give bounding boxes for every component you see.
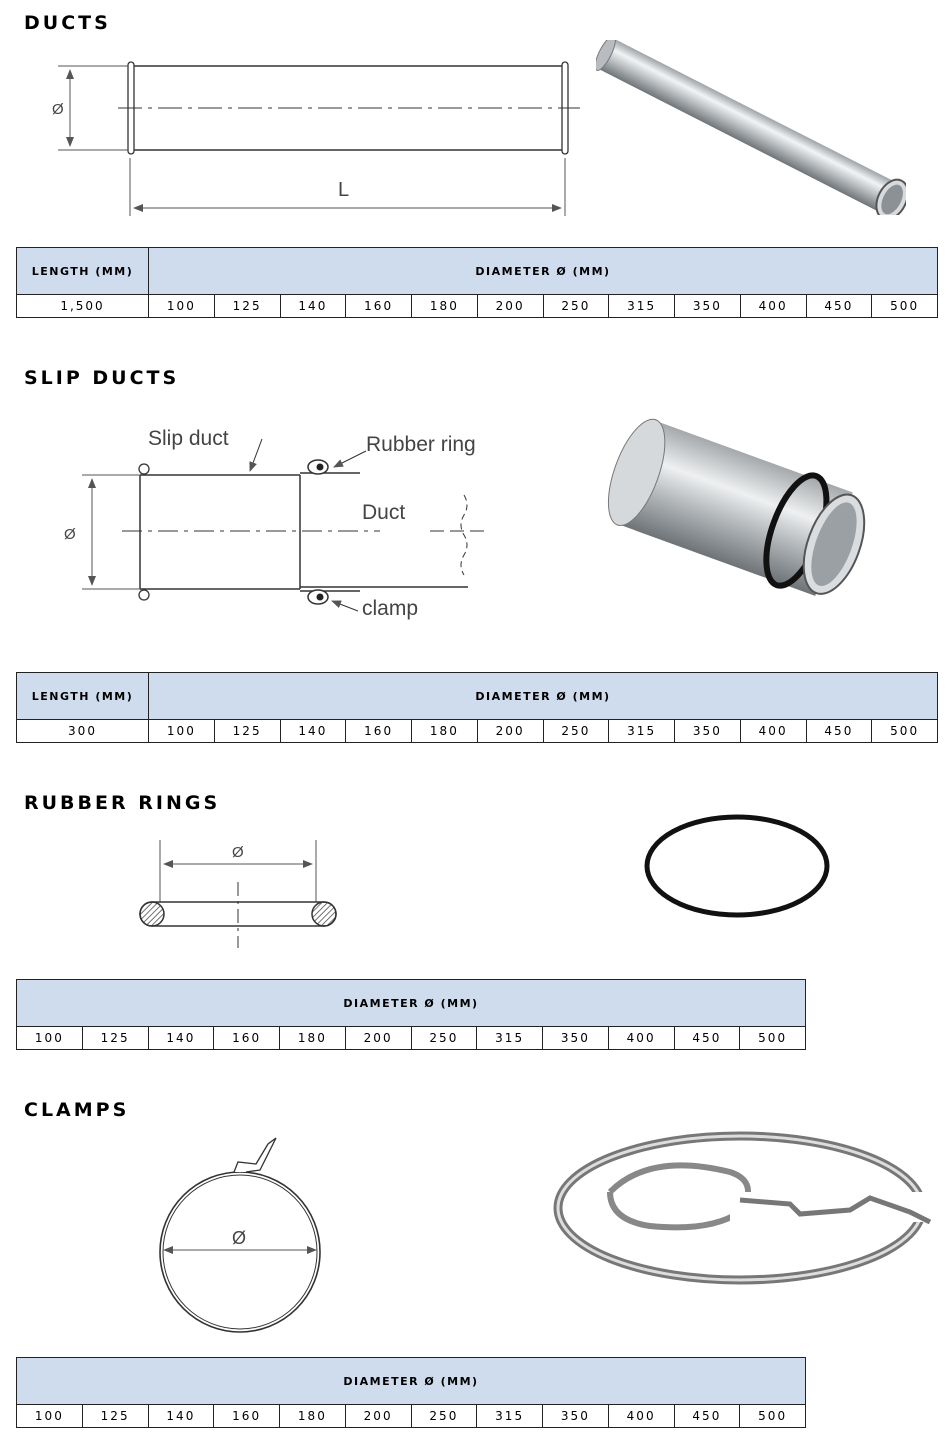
- ducts-title: DUCTS: [24, 12, 111, 34]
- diameter-cell: 350: [542, 1404, 609, 1428]
- diameter-cell: 180: [411, 294, 478, 318]
- diameter-cell: 450: [805, 294, 873, 318]
- ring-diameter-label: Ø: [232, 844, 244, 861]
- diameter-cell: 315: [476, 1404, 543, 1428]
- clamps-title: CLAMPS: [24, 1099, 130, 1121]
- clamps-spec-table: DIAMETER Ø (MM) 100 125 140 160 180 200 …: [16, 1357, 806, 1428]
- diameter-header: DIAMETER Ø (MM): [148, 672, 938, 720]
- diameter-cell: 200: [344, 1026, 412, 1050]
- diameter-cell: 315: [608, 719, 675, 743]
- rubber-rings-title: RUBBER RINGS: [24, 792, 221, 814]
- diameter-cell: 140: [279, 294, 347, 318]
- diameter-cell: 350: [674, 294, 741, 318]
- rubber-ring-label: Rubber ring: [366, 433, 476, 456]
- diameter-cell: 250: [410, 1026, 478, 1050]
- duct-label: Duct: [362, 501, 405, 524]
- length-value: 300: [16, 719, 149, 743]
- diameter-cell: 140: [147, 1404, 215, 1428]
- diameter-cell: 315: [608, 294, 675, 318]
- diameter-cell: 315: [476, 1026, 543, 1050]
- diameter-cell: 500: [739, 1026, 806, 1050]
- clamp-label: clamp: [362, 597, 418, 620]
- rubber-ring-drawing: Ø: [139, 840, 337, 948]
- diameter-cell: 140: [147, 1026, 215, 1050]
- diameter-cell: 100: [16, 1404, 83, 1428]
- diameter-cell: 450: [805, 719, 873, 743]
- diameter-cell: 125: [81, 1026, 149, 1050]
- duct-diameter-label: Ø: [52, 101, 64, 118]
- duct-drawing: Ø L: [52, 61, 580, 216]
- length-header: LENGTH (MM): [16, 672, 149, 720]
- diameter-cell: 100: [16, 1026, 83, 1050]
- diameter-cell: 500: [871, 294, 938, 318]
- diameter-cell: 160: [213, 1026, 280, 1050]
- diameter-cell: 250: [542, 294, 610, 318]
- diameter-cell: 500: [739, 1404, 806, 1428]
- diameter-cell: 200: [344, 1404, 412, 1428]
- duct-length-label: L: [338, 179, 349, 201]
- diameter-cell: 400: [607, 1026, 675, 1050]
- diameter-cell: 400: [607, 1404, 675, 1428]
- diameter-cell: 125: [213, 294, 281, 318]
- diameter-cell: 125: [213, 719, 281, 743]
- diameter-cell: 100: [148, 294, 215, 318]
- clamp-drawing: Ø: [159, 1137, 321, 1333]
- diameter-cell: 200: [476, 294, 544, 318]
- diameter-cell: 250: [410, 1404, 478, 1428]
- diameter-cell: 500: [871, 719, 938, 743]
- slip-duct-label: Slip duct: [148, 427, 229, 450]
- ducts-spec-table: LENGTH (MM) DIAMETER Ø (MM) 1,500 100 12…: [16, 247, 938, 318]
- diameter-cell: 125: [81, 1404, 149, 1428]
- diameter-cell: 450: [673, 1404, 741, 1428]
- diameter-cell: 180: [411, 719, 478, 743]
- diameter-cell: 400: [739, 719, 807, 743]
- slip-ducts-title: SLIP DUCTS: [24, 367, 180, 389]
- slip-ducts-spec-table: LENGTH (MM) DIAMETER Ø (MM) 300 100 125 …: [16, 672, 938, 743]
- diameter-cell: 400: [739, 294, 807, 318]
- diameter-cell: 450: [673, 1026, 741, 1050]
- length-value: 1,500: [16, 294, 149, 318]
- clamp-photo: [553, 1131, 932, 1285]
- diameter-cell: 200: [476, 719, 544, 743]
- diameter-cell: 350: [674, 719, 741, 743]
- diameter-cell: 180: [279, 1404, 346, 1428]
- diameter-cell: 250: [542, 719, 610, 743]
- rubber-rings-spec-table: DIAMETER Ø (MM) 100 125 140 160 180 200 …: [16, 979, 806, 1050]
- diameter-cell: 160: [345, 294, 412, 318]
- duct-photo: [596, 40, 906, 215]
- slip-diameter-label: Ø: [64, 526, 76, 543]
- diameter-cell: 350: [542, 1026, 609, 1050]
- clamp-diameter-label: Ø: [232, 1228, 246, 1248]
- diameter-header: DIAMETER Ø (MM): [16, 979, 806, 1027]
- diameter-header: DIAMETER Ø (MM): [16, 1357, 806, 1405]
- diameter-header: DIAMETER Ø (MM): [148, 247, 938, 295]
- diameter-cell: 100: [148, 719, 215, 743]
- diameter-cell: 160: [213, 1404, 280, 1428]
- diameter-cell: 180: [279, 1026, 346, 1050]
- length-header: LENGTH (MM): [16, 247, 149, 295]
- rubber-ring-photo: [644, 814, 830, 918]
- diameter-cell: 160: [345, 719, 412, 743]
- slip-duct-photo: [607, 418, 866, 596]
- slip-duct-drawing: Slip duct Rubber ring Duct clamp Ø: [64, 427, 486, 620]
- diameter-cell: 140: [279, 719, 347, 743]
